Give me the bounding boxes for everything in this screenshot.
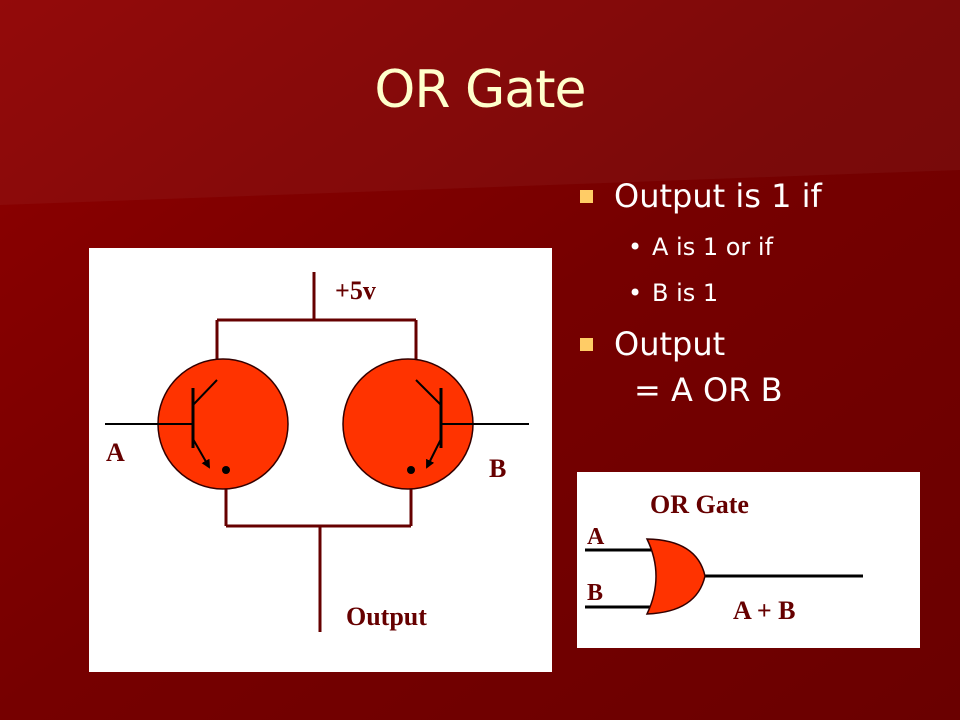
sub-bullet-text: B is 1: [652, 279, 719, 307]
bullet-text: = A OR B: [634, 371, 783, 409]
round-bullet-icon: •: [628, 233, 643, 261]
or-gate-panel: OR Gate A B A + B: [577, 472, 920, 648]
sub-bullet-text: A is 1 or if: [652, 233, 774, 261]
input-a-label: A: [106, 438, 125, 467]
output-label: Output: [346, 602, 427, 631]
round-bullet-icon: •: [628, 279, 643, 307]
or-gate-diagram: [585, 538, 863, 615]
gate-expression: A + B: [733, 596, 796, 625]
transistor-a: [105, 358, 289, 490]
gate-input-a-label: A: [587, 524, 605, 550]
transistor-circuit-diagram: [105, 272, 529, 632]
supply-label: +5v: [335, 276, 376, 305]
bullet-text: Output is 1 if: [614, 177, 822, 215]
transistor-circuit-panel: +5v A B Output: [89, 248, 552, 672]
slide-title: OR Gate: [374, 60, 586, 120]
or-gate-symbol: [645, 538, 706, 615]
gate-input-b-label: B: [587, 580, 604, 606]
transistor-b: [342, 358, 529, 490]
square-bullet-icon: [580, 338, 593, 351]
bullet-text: Output: [614, 325, 726, 363]
input-b-label: B: [489, 454, 507, 483]
gate-title: OR Gate: [650, 490, 749, 519]
square-bullet-icon: [580, 190, 593, 203]
